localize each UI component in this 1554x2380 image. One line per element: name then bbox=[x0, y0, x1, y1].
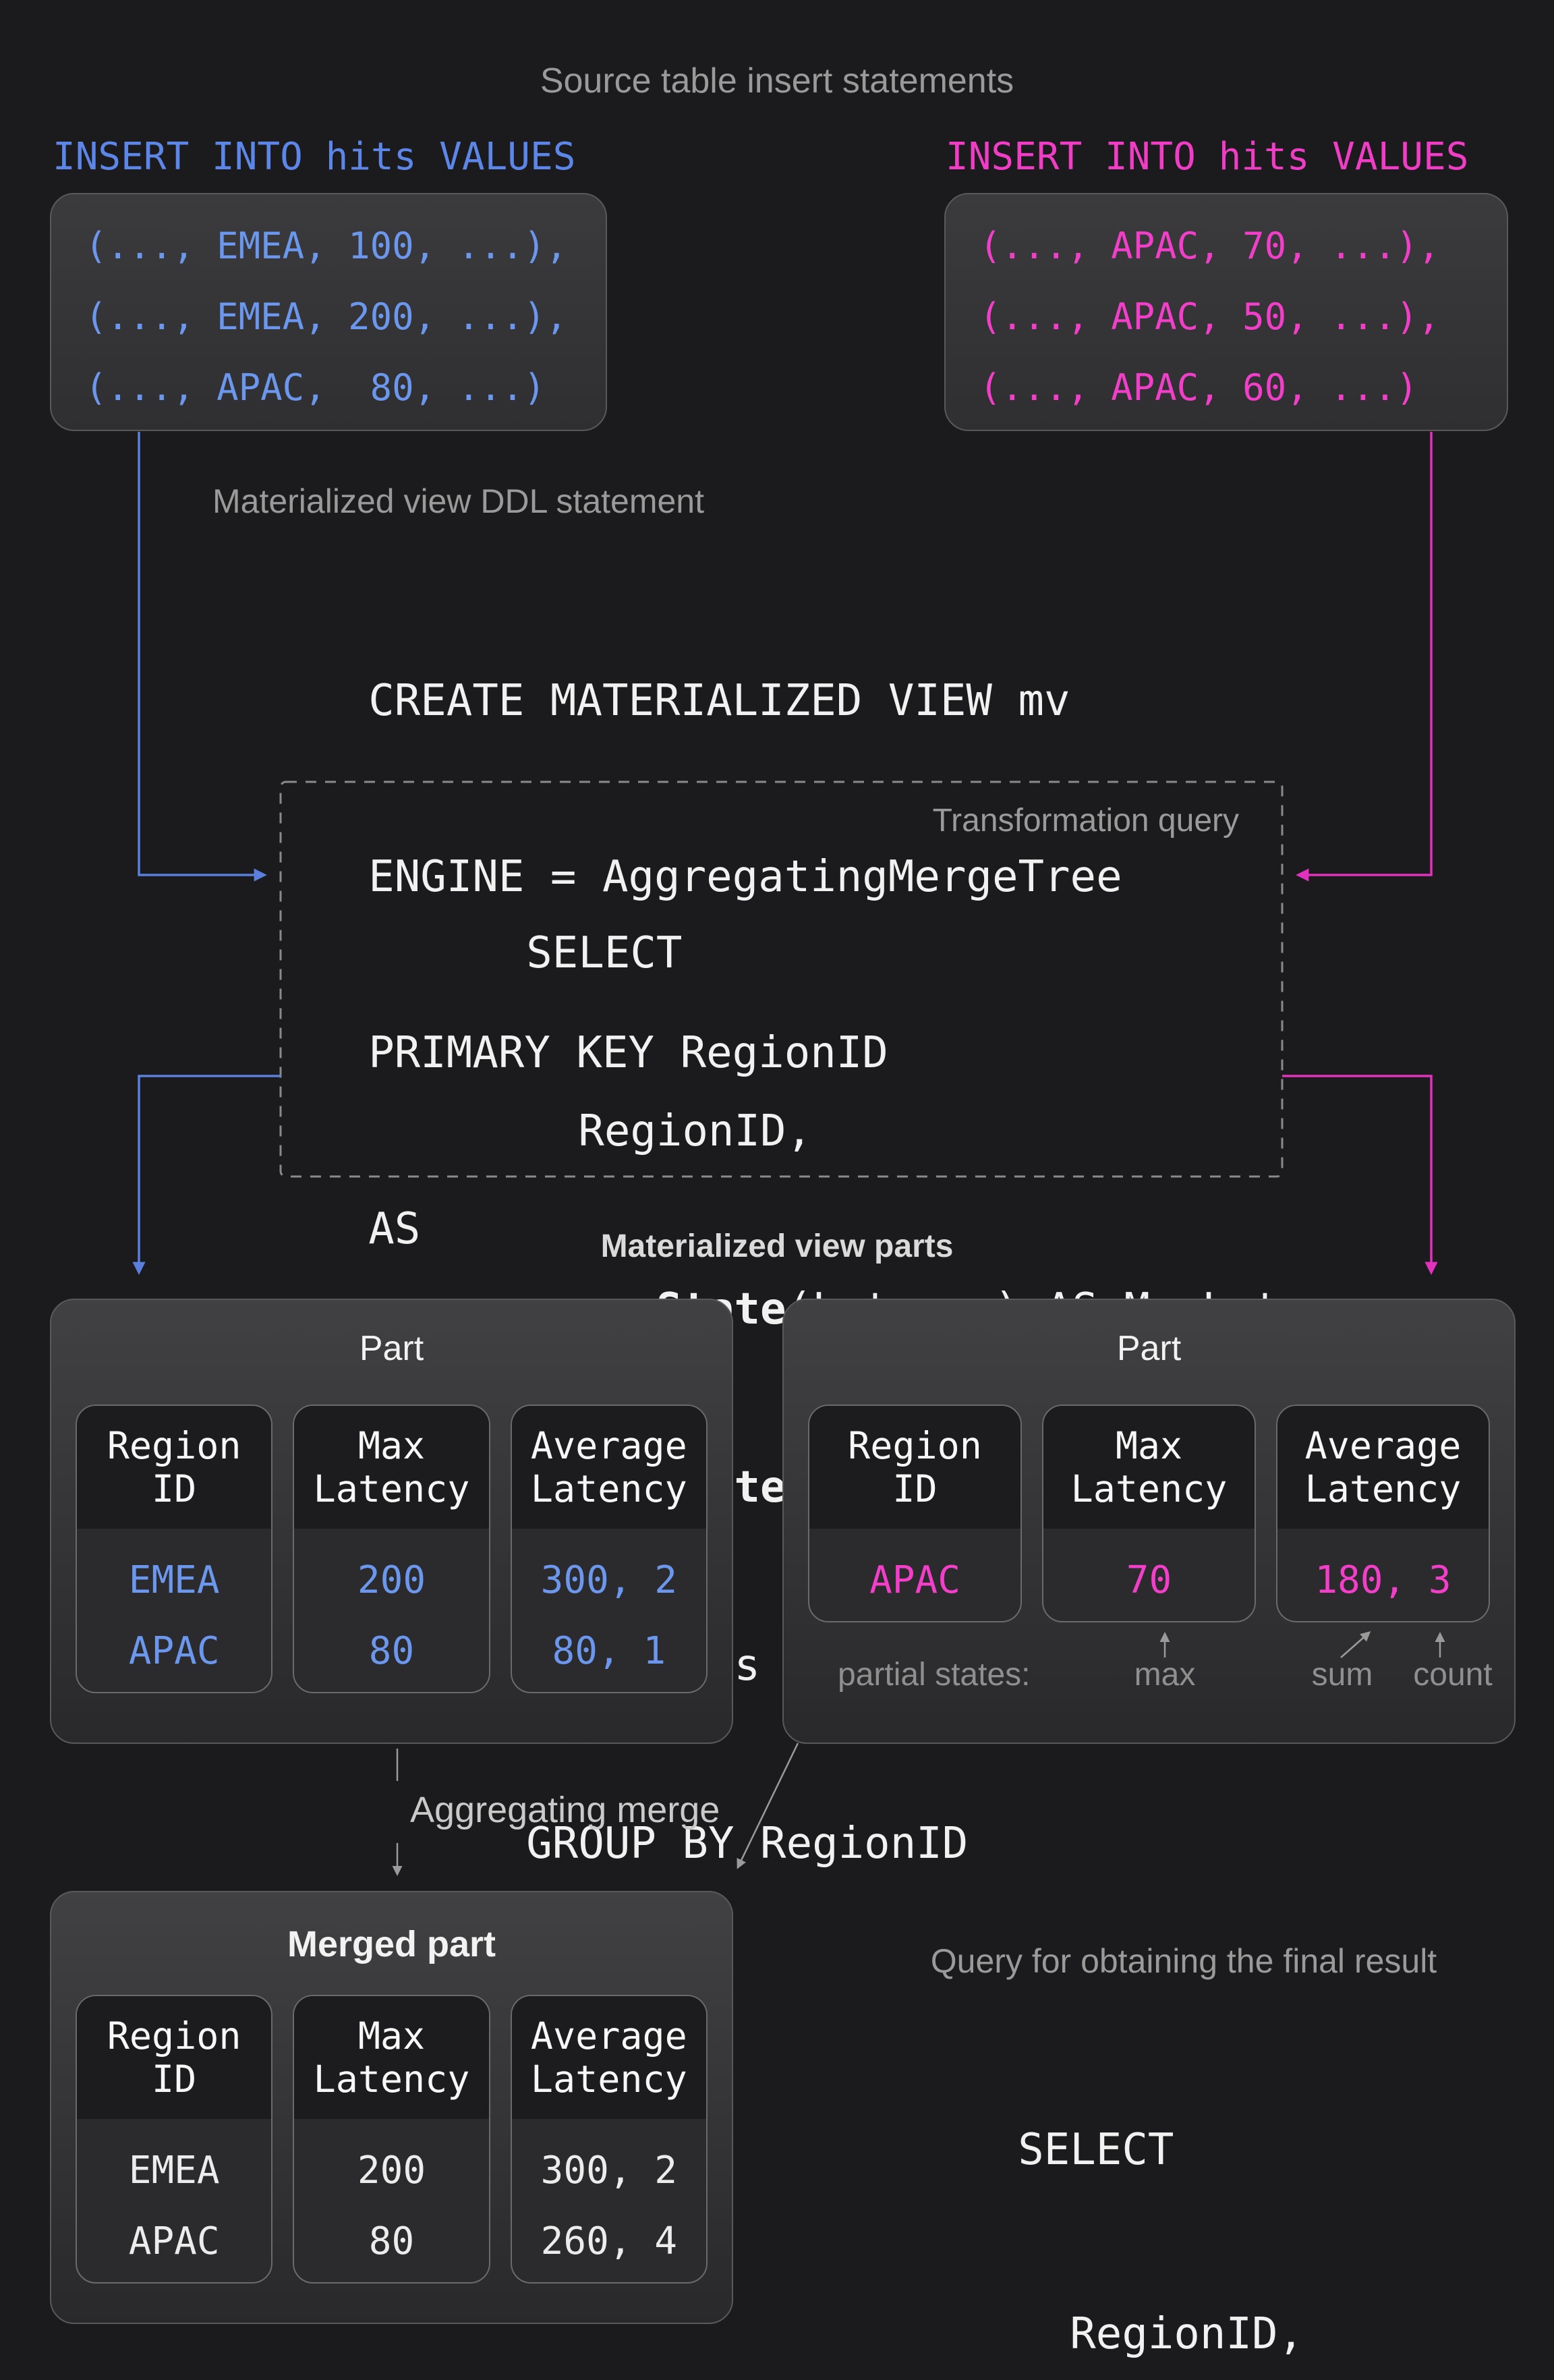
table-column: Average Latency 180, 3 bbox=[1276, 1405, 1490, 1622]
part-left-columns: Region ID EMEA APAC Max Latency 200 80 Ave… bbox=[76, 1405, 708, 1693]
partial-state-tag: max bbox=[1134, 1657, 1196, 1693]
insert-row: (..., EMEA, 200, ...), bbox=[85, 295, 568, 338]
code-segment: SELECT bbox=[526, 928, 683, 978]
table-column: Region ID APAC bbox=[808, 1405, 1022, 1622]
part-title: Part bbox=[1116, 1329, 1182, 1368]
table-cell: 80 bbox=[368, 2219, 415, 2263]
table-cell: APAC bbox=[128, 1629, 220, 1673]
code-segment: AS bbox=[368, 1204, 421, 1254]
column-body: 70 bbox=[1043, 1529, 1255, 1621]
part-box-left: Part Region ID EMEA APAC Max Latency 200 8… bbox=[50, 1299, 733, 1744]
column-body: EMEA APAC bbox=[77, 1529, 271, 1692]
column-header: Region ID bbox=[809, 1406, 1020, 1529]
part-title: Part bbox=[359, 1329, 424, 1368]
partial-states-label: partial states: bbox=[838, 1657, 1031, 1693]
code-line: RegionID, bbox=[862, 2181, 1554, 2365]
insert-right-label: INSERT INTO hits VALUES bbox=[946, 135, 1469, 179]
page-title: Source table insert statements bbox=[540, 61, 1014, 101]
table-cell: 200 bbox=[357, 1558, 426, 1602]
merged-columns: Region ID EMEA APAC Max Latency 200 80 Ave… bbox=[76, 1995, 708, 2284]
code-line: CREATE MATERIALIZED VIEW mv bbox=[212, 555, 1122, 731]
code-line: SELECT bbox=[862, 1997, 1554, 2181]
table-cell: 300, 2 bbox=[540, 2149, 677, 2192]
column-header: Average Latency bbox=[1277, 1406, 1489, 1529]
code-segment: SELECT bbox=[1018, 2125, 1174, 2175]
merged-part-title: Merged part bbox=[287, 1924, 496, 1964]
column-header: Region ID bbox=[77, 1996, 272, 2119]
table-cell: 300, 2 bbox=[540, 1558, 677, 1602]
column-body: 300, 2 80, 1 bbox=[512, 1529, 706, 1692]
aggregating-merge-label: Aggregating merge bbox=[410, 1790, 720, 1830]
insert-row: (..., APAC, 50, ...), bbox=[979, 295, 1440, 338]
column-body: 300, 2 260, 4 bbox=[512, 2119, 706, 2282]
table-cell: APAC bbox=[128, 2219, 220, 2263]
column-header: Max Latency bbox=[294, 1996, 489, 2119]
table-column: Max Latency 200 80 bbox=[293, 1995, 490, 2284]
code-line: AS bbox=[212, 1083, 1122, 1259]
column-header: Average Latency bbox=[511, 1406, 706, 1529]
table-cell: 70 bbox=[1126, 1558, 1172, 1602]
column-header: Max Latency bbox=[294, 1406, 489, 1529]
insert-row: (..., EMEA, 100, ...), bbox=[85, 225, 568, 267]
code-segment: CREATE MATERIALIZED VIEW mv bbox=[368, 676, 1070, 726]
insert-left-label: INSERT INTO hits VALUES bbox=[53, 135, 576, 179]
insert-row: (..., APAC, 60, ...) bbox=[979, 366, 1418, 409]
ddl-heading: Materialized view DDL statement bbox=[212, 482, 704, 520]
transformation-query-box: Transformation query SELECT RegionID, ma… bbox=[281, 782, 1384, 1869]
column-body: EMEA APAC bbox=[77, 2119, 271, 2282]
table-cell: 260, 4 bbox=[540, 2219, 677, 2263]
column-body: 200 80 bbox=[294, 1529, 488, 1692]
table-column: Max Latency 70 bbox=[1042, 1405, 1256, 1622]
table-cell: 200 bbox=[357, 2149, 426, 2192]
column-header: Region ID bbox=[77, 1406, 272, 1529]
part-right-columns: Region ID APAC Max Latency 70 Average La… bbox=[808, 1405, 1490, 1622]
code-segment: RegionID, bbox=[1018, 2309, 1304, 2359]
code-line: RegionID, bbox=[318, 983, 1384, 1161]
insert-right-box: (..., APAC, 70, ...), (..., APAC, 50, ...… bbox=[944, 193, 1508, 431]
insert-row: (..., APAC, 70, ...), bbox=[979, 225, 1440, 267]
merged-part-box: Merged part Region ID EMEA APAC Max Laten… bbox=[50, 1891, 733, 2324]
partial-state-tag: sum bbox=[1311, 1657, 1373, 1693]
partial-state-tag: count bbox=[1413, 1657, 1493, 1693]
table-column: Average Latency 300, 2 80, 1 bbox=[510, 1405, 708, 1693]
table-column: Max Latency 200 80 bbox=[293, 1405, 490, 1693]
insert-row: (..., APAC, 80, ...) bbox=[85, 366, 546, 409]
table-cell: 80 bbox=[368, 1629, 415, 1673]
insert-left-box: (..., EMEA, 100, ...), (..., EMEA, 200, .… bbox=[50, 193, 607, 431]
part-box-right: Part Region ID APAC Max Latency 70 Avera… bbox=[782, 1299, 1516, 1744]
table-column: Region ID EMEA APAC bbox=[76, 1995, 273, 2284]
materialized-view-parts-heading: Materialized view parts bbox=[600, 1228, 954, 1264]
column-body: 180, 3 bbox=[1277, 1529, 1489, 1621]
code-line: SELECT bbox=[318, 805, 1384, 983]
column-body: APAC bbox=[809, 1529, 1020, 1621]
column-body: 200 80 bbox=[294, 2119, 488, 2282]
table-cell: APAC bbox=[869, 1558, 960, 1602]
table-cell: 80, 1 bbox=[552, 1629, 666, 1673]
table-column: Region ID EMEA APAC bbox=[76, 1405, 273, 1693]
final-query-heading: Query for obtaining the final result bbox=[930, 1942, 1437, 1980]
table-cell: EMEA bbox=[128, 2149, 220, 2192]
table-column: Average Latency 300, 2 260, 4 bbox=[510, 1995, 708, 2284]
table-cell: EMEA bbox=[128, 1558, 220, 1602]
column-header: Average Latency bbox=[511, 1996, 706, 2119]
table-cell: 180, 3 bbox=[1315, 1558, 1451, 1602]
code-segment: RegionID, bbox=[526, 1106, 813, 1156]
column-header: Max Latency bbox=[1043, 1406, 1255, 1529]
